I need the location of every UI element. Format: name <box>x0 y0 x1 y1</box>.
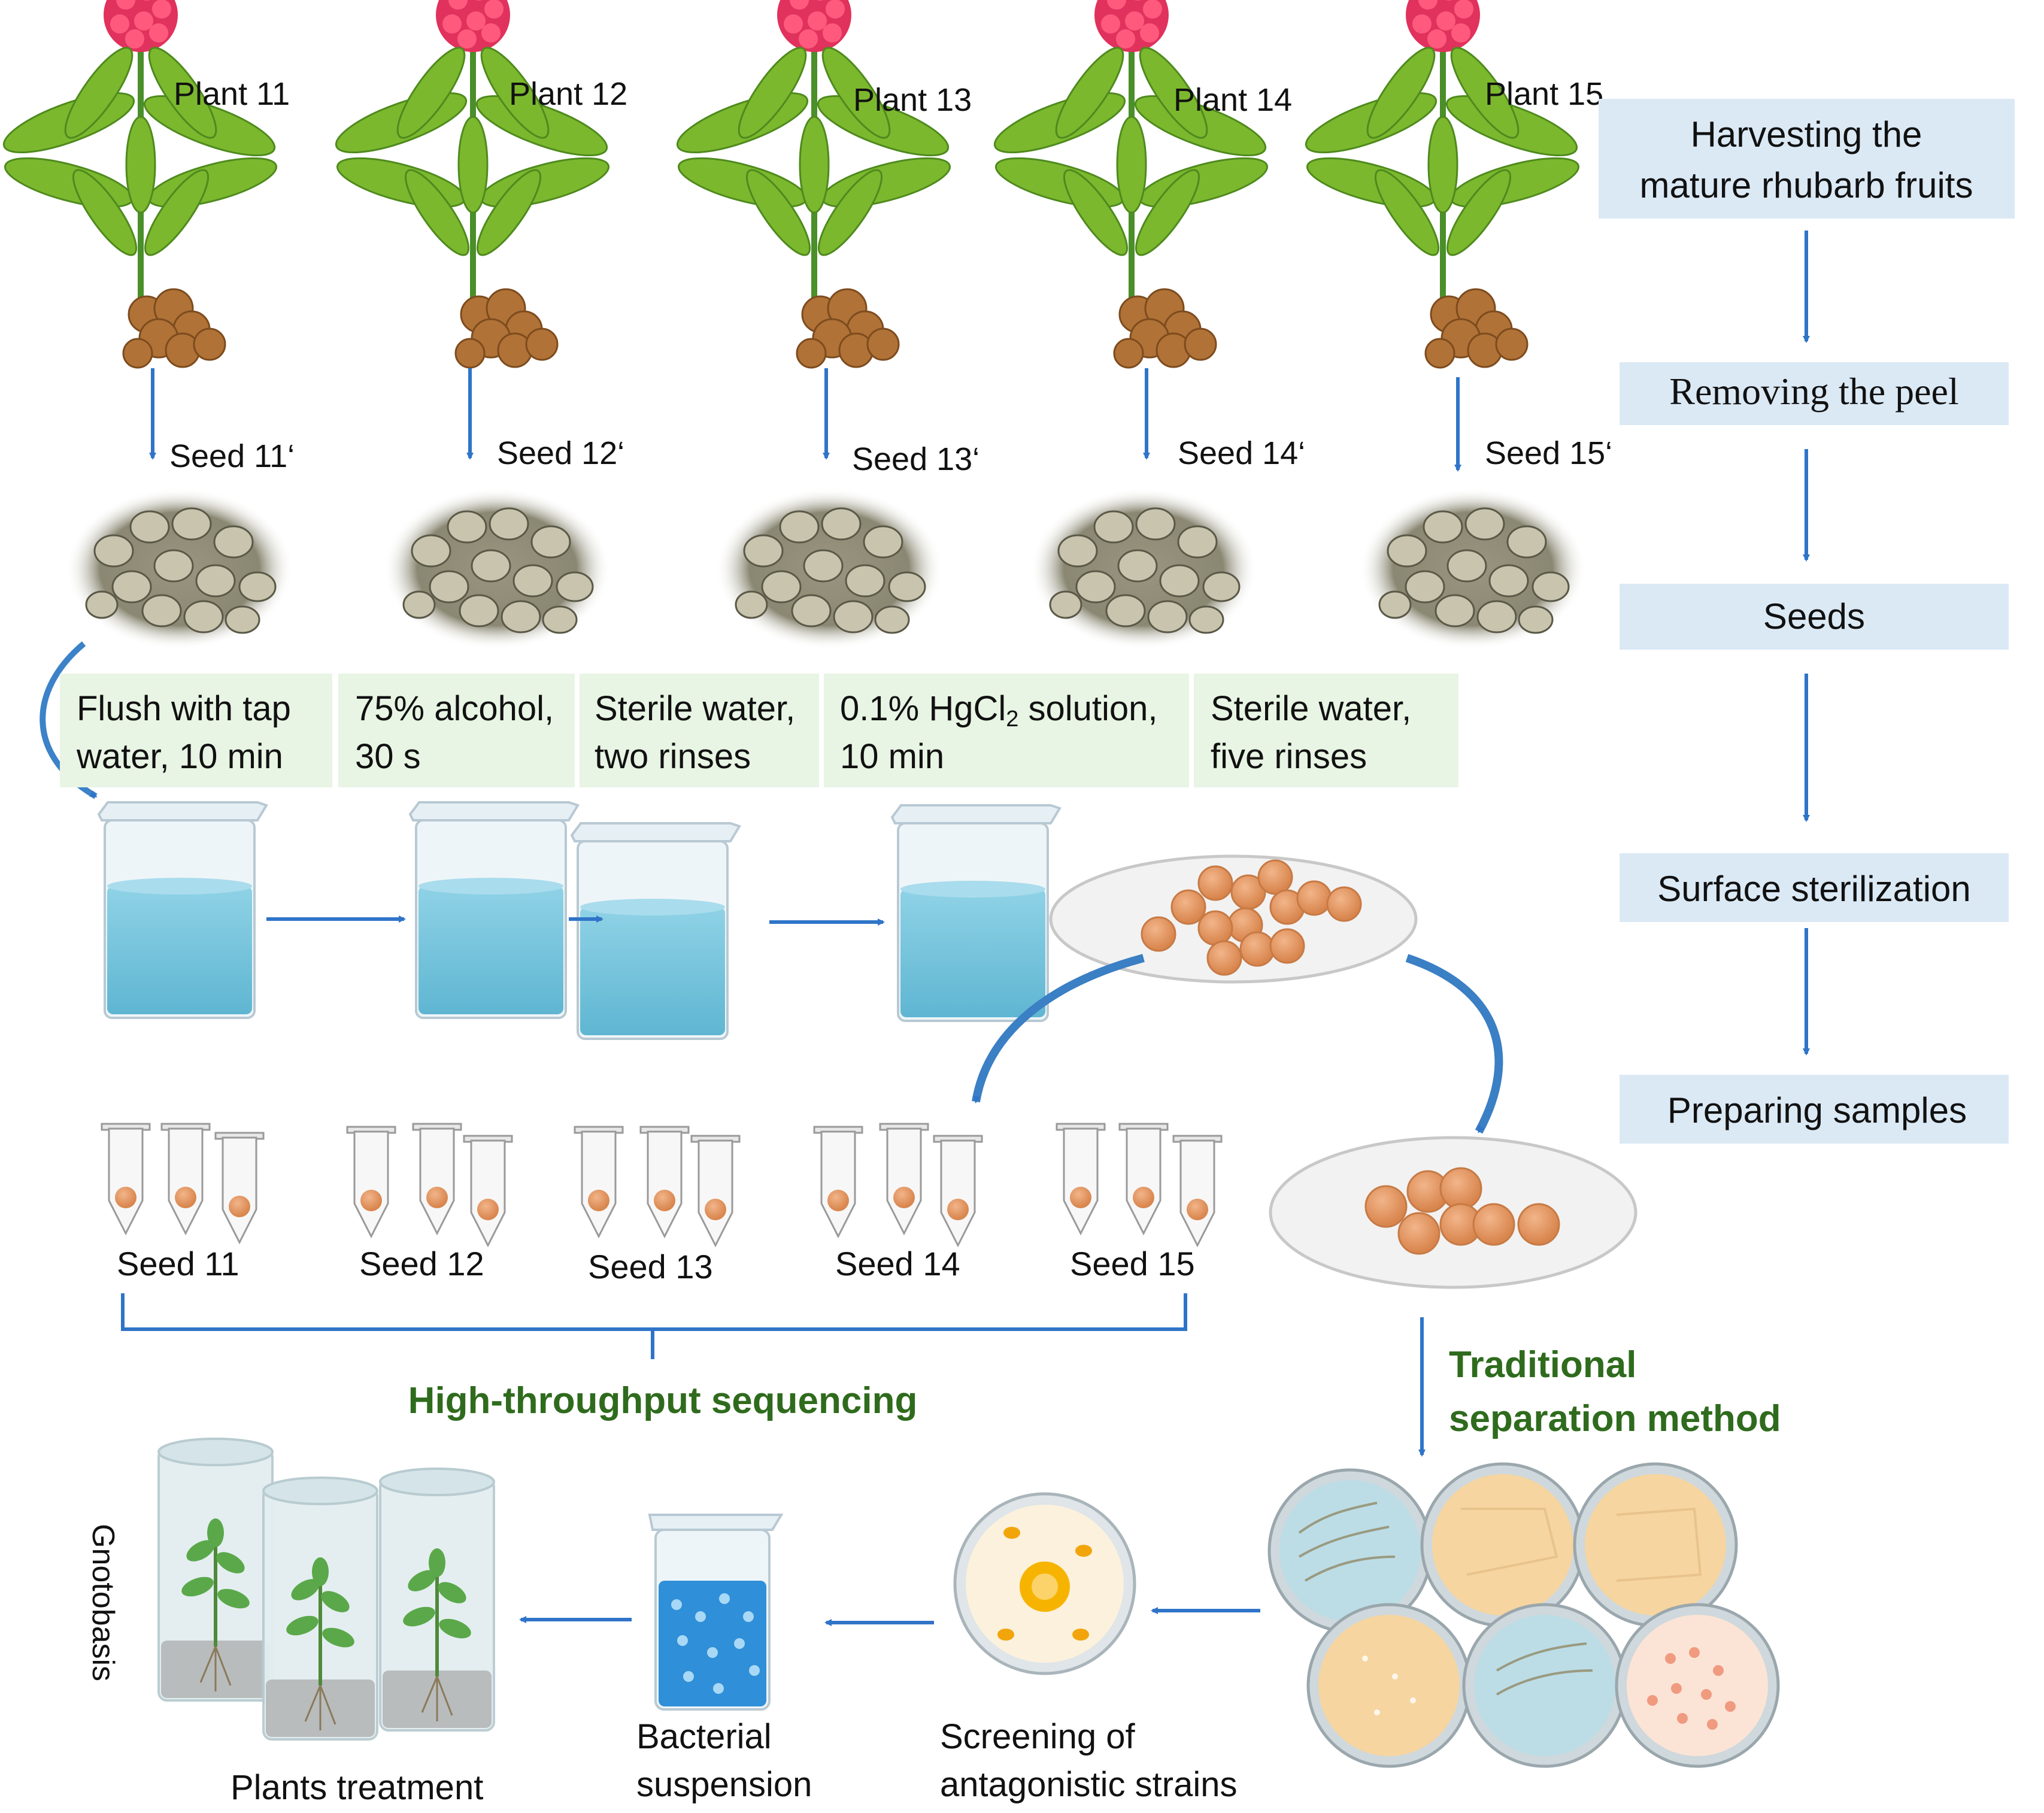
step-text: water, 10 min <box>76 737 283 776</box>
plant-illustration <box>330 0 613 368</box>
suspension-label: Bacterial <box>636 1717 772 1756</box>
culture-plate <box>1462 1603 1627 1768</box>
jar <box>380 1469 494 1730</box>
seed-pile <box>1358 487 1588 651</box>
jar <box>263 1478 377 1739</box>
culture-plate <box>1573 1462 1738 1627</box>
flow-text: Harvesting the <box>1691 114 1922 154</box>
jar <box>159 1439 272 1700</box>
seed-labels: Seed 11‘ Seed 12‘ Seed 13‘ Seed 14‘ Seed… <box>169 435 1612 477</box>
seed-label: Seed 11‘ <box>169 438 295 474</box>
plant-label: Plant 13 <box>853 82 972 118</box>
flow-box <box>1620 584 2009 650</box>
screening-plate <box>953 1492 1136 1675</box>
sterilization-steps: Flush with tap water, 10 min 75% alcohol… <box>60 674 1458 787</box>
bracket <box>121 1293 1187 1359</box>
seed-label: Seed 15‘ <box>1485 435 1612 471</box>
flow-text: mature rhubarb fruits <box>1640 165 1973 205</box>
flow-box <box>1620 362 2009 425</box>
seed-pile <box>1029 487 1258 651</box>
step-box <box>60 674 332 787</box>
flow-text: Removing the peel <box>1669 370 1958 413</box>
culture-plate <box>1306 1603 1472 1768</box>
seed-label: Seed 14‘ <box>1178 435 1305 471</box>
screening-label: Screening of <box>940 1717 1136 1756</box>
gnotobasis-label: Gnotobasis <box>86 1524 120 1681</box>
step-text: Sterile water, <box>595 689 795 728</box>
plant-illustration <box>988 0 1272 368</box>
beaker <box>571 822 741 1040</box>
tube-label: Seed 12 <box>359 1245 484 1283</box>
seed-pile <box>714 487 944 651</box>
gnotobiotic-jars <box>159 1439 494 1739</box>
culture-plate <box>1267 1468 1433 1633</box>
curved-arrow <box>1405 954 1503 1134</box>
suspension-label: suspension <box>636 1765 812 1804</box>
tubes <box>101 1123 1223 1247</box>
beaker <box>891 804 1061 1022</box>
plant-illustration <box>671 0 954 368</box>
plant-label: Plant 12 <box>509 76 627 112</box>
tube-group <box>813 1123 983 1247</box>
tube-label: Seed 14 <box>835 1245 960 1283</box>
suspension-beaker <box>648 1514 784 1711</box>
plant-seed-arrows <box>149 368 1461 472</box>
culture-plate <box>1420 1462 1585 1627</box>
step-box <box>1194 674 1458 787</box>
tube-label: Seed 15 <box>1070 1245 1195 1283</box>
seed-label: Seed 12‘ <box>497 435 624 471</box>
flow-text: Surface sterilization <box>1657 869 1971 909</box>
tube-group <box>101 1123 265 1244</box>
seed-pile <box>65 487 295 651</box>
plants-treatment-label: Plants treatment <box>231 1768 483 1807</box>
tube-labels: Seed 11 Seed 12 Seed 13 Seed 14 Seed 15 <box>117 1245 1195 1286</box>
step-text: five rinses <box>1211 737 1367 776</box>
trad-label: separation method <box>1449 1398 1781 1439</box>
plant-label: Plant 11 <box>174 76 290 112</box>
curved-arrow <box>972 954 1145 1103</box>
tube-group <box>1056 1123 1223 1247</box>
flow-box <box>1599 99 2015 219</box>
step-text: Sterile water, <box>1211 689 1411 728</box>
step-box <box>824 674 1189 787</box>
screening-label: antagonistic strains <box>940 1765 1237 1804</box>
tube-group <box>346 1123 513 1247</box>
step-text: 30 s <box>355 737 421 776</box>
step-text: two rinses <box>595 737 751 776</box>
step-box <box>580 674 819 787</box>
flow-text: Preparing samples <box>1667 1090 1967 1130</box>
seed-pile <box>382 487 612 651</box>
flow-box <box>1620 853 2009 922</box>
process-flow: Harvesting the mature rhubarb fruits Rem… <box>1599 99 2015 1144</box>
step-text: 0.1% HgCl2 solution, <box>840 689 1158 732</box>
plant-label: Plant 14 <box>1173 82 1292 118</box>
plant-label: Plant 15 <box>1485 76 1603 112</box>
plant-illustration <box>0 0 281 368</box>
tube-label: Seed 11 <box>117 1245 239 1283</box>
trad-label: Traditional <box>1449 1344 1636 1385</box>
culture-plates <box>1267 1462 1780 1768</box>
step-text: 10 min <box>840 737 944 776</box>
step-text: Flush with tap <box>77 689 291 728</box>
tube-group <box>574 1126 741 1247</box>
culture-plate <box>1615 1603 1780 1768</box>
plant-row <box>0 0 1583 368</box>
isolation-plate <box>1269 1136 1637 1289</box>
beaker <box>409 801 579 1019</box>
seed-label: Seed 13‘ <box>852 441 979 477</box>
tube-label: Seed 13 <box>588 1248 713 1286</box>
plant-labels: Plant 11 Plant 12 Plant 13 Plant 14 Plan… <box>174 76 1603 118</box>
step-text: 75% alcohol, <box>355 689 554 728</box>
hts-label: High-throughput sequencing <box>408 1380 918 1421</box>
seed-plate <box>1049 854 1418 984</box>
beaker <box>98 801 268 1019</box>
flow-box <box>1620 1075 2009 1144</box>
flow-text: Seeds <box>1763 596 1865 636</box>
plant-illustration <box>1300 0 1583 368</box>
step-box <box>338 674 575 787</box>
seed-piles <box>65 487 1588 651</box>
